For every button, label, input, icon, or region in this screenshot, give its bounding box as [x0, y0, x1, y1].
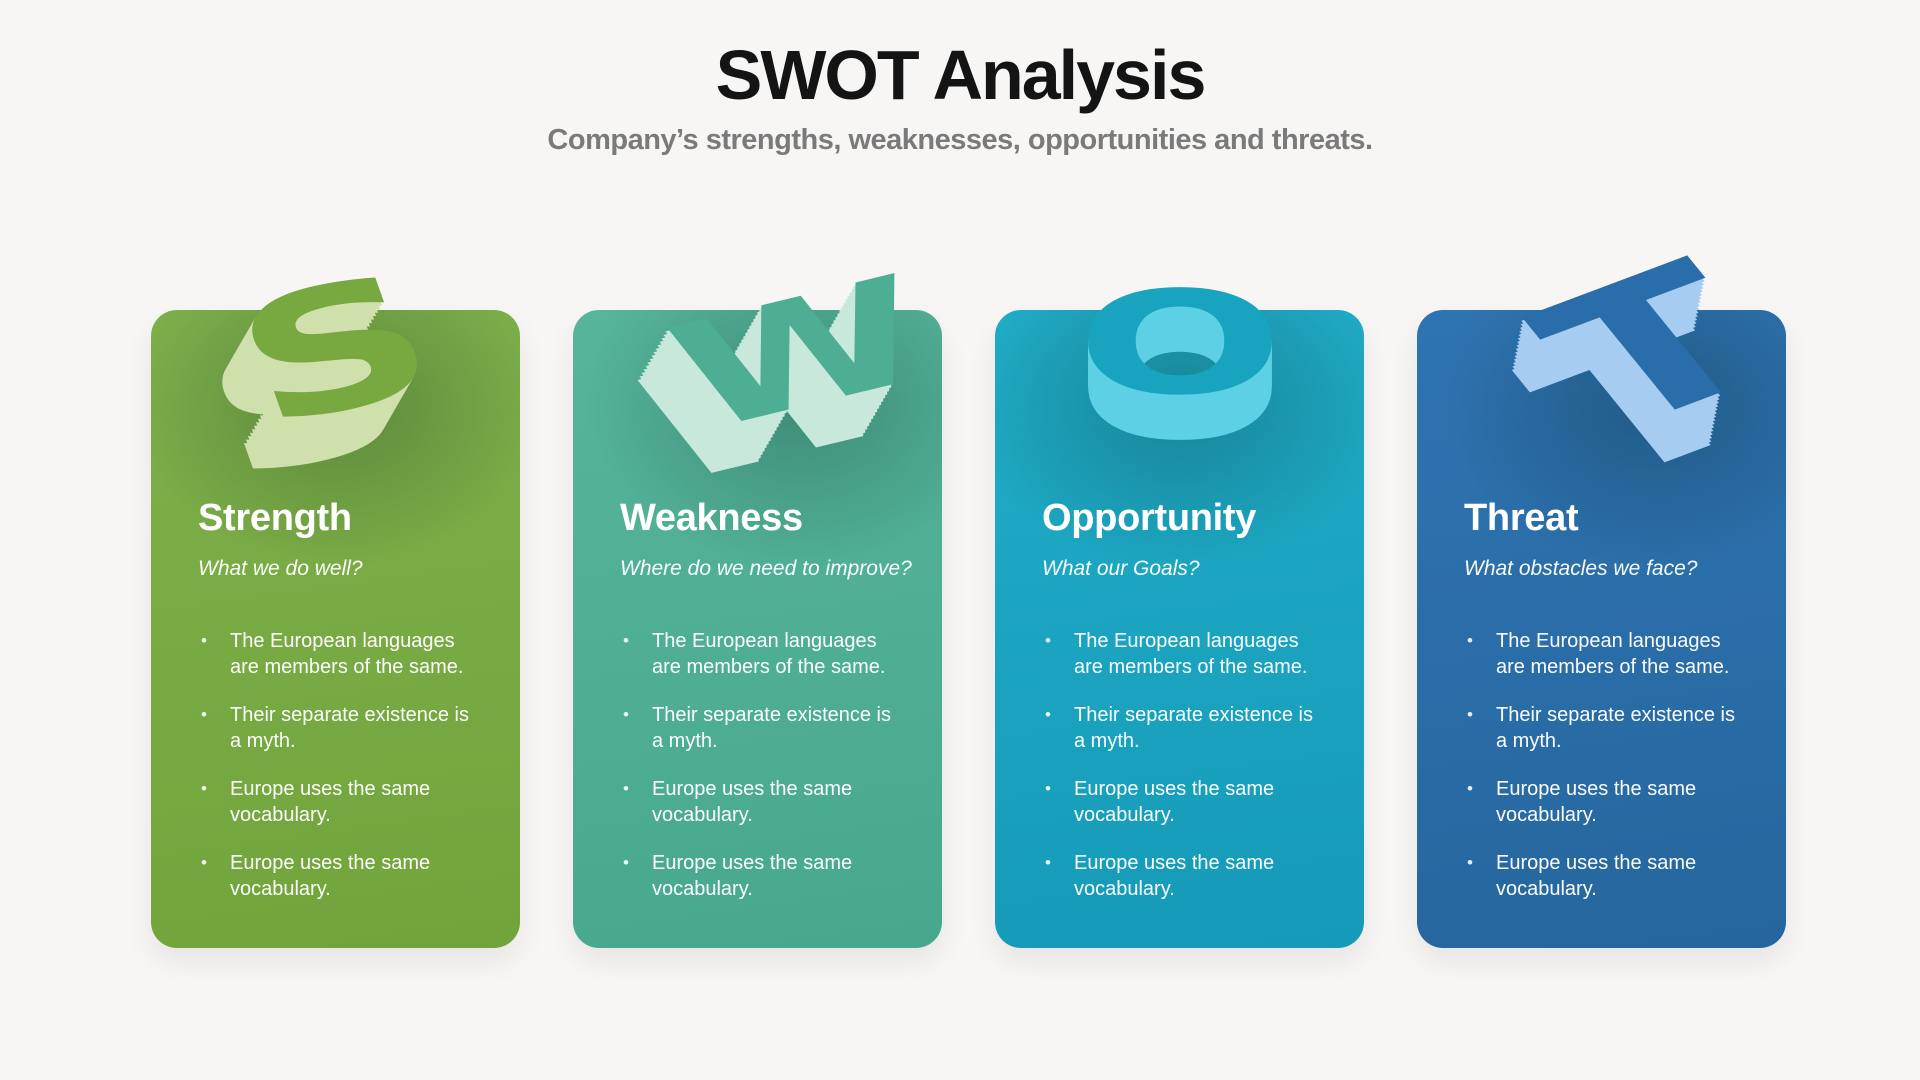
bullet-list: • The European languages are members of t… [1464, 628, 1756, 902]
bullet-text: The European languages are members of th… [1074, 630, 1308, 679]
bullet-text: Europe uses the same vocabulary. [652, 852, 853, 901]
bullet-item: • Europe uses the same vocabulary. [623, 776, 912, 828]
bullet-item: • Europe uses the same vocabulary. [1467, 850, 1756, 902]
bullet-text: Europe uses the same vocabulary. [1496, 852, 1697, 901]
bullet-dot: • [1467, 705, 1473, 725]
bullet-item: • The European languages are members of t… [1045, 628, 1334, 680]
bullet-text: Europe uses the same vocabulary. [1074, 778, 1275, 827]
bullet-text: Europe uses the same vocabulary. [230, 852, 431, 901]
bullet-dot: • [1045, 853, 1051, 873]
bullet-dot: • [201, 853, 207, 873]
icon-shadow [1438, 310, 1786, 570]
bullet-text: Their separate existence is a myth. [652, 704, 892, 753]
bullet-text: Europe uses the same vocabulary. [230, 778, 431, 827]
bullet-item: • Their separate existence is a myth. [1045, 702, 1334, 754]
bullet-item: • The European languages are members of t… [623, 628, 912, 680]
card-subtitle: What obstacles we face? [1464, 556, 1698, 580]
bullet-dot: • [201, 779, 207, 799]
card-title: Opportunity [1042, 497, 1257, 539]
bullet-item: • The European languages are members of t… [1467, 628, 1756, 680]
card-background [1417, 310, 1786, 948]
bullet-text: Europe uses the same vocabulary. [652, 778, 853, 827]
bullet-item: • Europe uses the same vocabulary. [623, 850, 912, 902]
card-background [573, 310, 942, 948]
card-title: Threat [1464, 497, 1579, 539]
card-title: Weakness [620, 497, 803, 539]
bullet-dot: • [623, 853, 629, 873]
bullet-dot: • [623, 631, 629, 651]
bullet-text: Europe uses the same vocabulary. [1496, 778, 1697, 827]
bullet-item: • The European languages are members of t… [201, 628, 490, 680]
bullet-text: Their separate existence is a myth. [1074, 704, 1314, 753]
bullet-item: • Europe uses the same vocabulary. [1045, 850, 1334, 902]
card-background [995, 310, 1364, 948]
bullet-dot: • [623, 779, 629, 799]
bullet-item: • Europe uses the same vocabulary. [1467, 776, 1756, 828]
bullet-item: • Their separate existence is a myth. [1467, 702, 1756, 754]
card-content: Weakness Where do we need to improve? • T… [620, 310, 912, 924]
card-subtitle: What we do well? [198, 556, 363, 580]
bullet-dot: • [1467, 631, 1473, 651]
card-subtitle: Where do we need to improve? [620, 556, 912, 580]
bullet-dot: • [1045, 705, 1051, 725]
icon-shadow [995, 310, 1364, 570]
card-content: Opportunity What our Goals? • The Europea… [1042, 310, 1334, 924]
bullet-dot: • [1467, 853, 1473, 873]
card-background [151, 310, 520, 948]
bullet-dot: • [201, 631, 207, 651]
bullet-text: Their separate existence is a myth. [230, 704, 470, 753]
bullet-item: • Europe uses the same vocabulary. [201, 776, 490, 828]
bullet-text: Europe uses the same vocabulary. [1074, 852, 1275, 901]
bullet-item: • Europe uses the same vocabulary. [201, 850, 490, 902]
page-subtitle: Company’s strengths, weaknesses, opportu… [547, 124, 1373, 156]
bullet-dot: • [1045, 779, 1051, 799]
bullet-dot: • [201, 705, 207, 725]
icon-shadow [584, 310, 942, 570]
card-content: Strength What we do well? • The European … [198, 310, 490, 924]
bullet-text: Their separate existence is a myth. [1496, 704, 1736, 753]
card-title: Strength [198, 497, 352, 539]
card-subtitle: What our Goals? [1042, 556, 1200, 580]
bullet-item: • Their separate existence is a myth. [623, 702, 912, 754]
slide-header: SWOT Analysis Company’s strengths, weakn… [0, 0, 1920, 157]
bullet-dot: • [1045, 631, 1051, 651]
bullet-text: The European languages are members of th… [652, 630, 886, 679]
bullet-item: • Europe uses the same vocabulary. [1045, 776, 1334, 828]
bullet-dot: • [623, 705, 629, 725]
bullet-item: • Their separate existence is a myth. [201, 702, 490, 754]
bullet-text: The European languages are members of th… [230, 630, 464, 679]
card-content: Threat What obstacles we face? • The Euro… [1464, 310, 1756, 924]
icon-shadow [151, 310, 520, 570]
page-title: SWOT Analysis [715, 36, 1207, 114]
bullet-list: • The European languages are members of t… [1042, 628, 1334, 902]
bullet-list: • The European languages are members of t… [620, 628, 912, 902]
bullet-text: The European languages are members of th… [1496, 630, 1730, 679]
bullet-list: • The European languages are members of t… [198, 628, 490, 902]
bullet-dot: • [1467, 779, 1473, 799]
